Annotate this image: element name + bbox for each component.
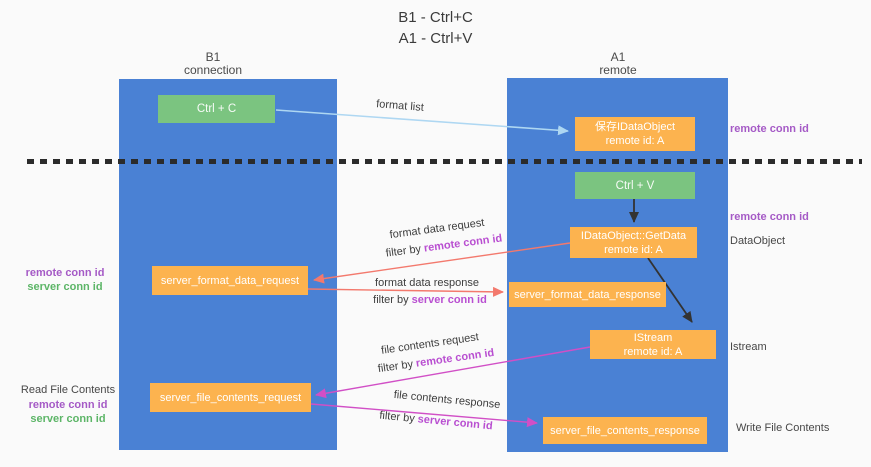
left-column-name: B1 bbox=[205, 50, 221, 64]
left-conn-id-group-bottom: remote conn id server conn id bbox=[18, 398, 118, 426]
left-conn-id-group-top: remote conn id server conn id bbox=[18, 266, 112, 294]
format-data-response-arrow bbox=[307, 286, 504, 297]
format-list-label: format list bbox=[375, 98, 425, 114]
filter-by-text: filter by bbox=[373, 294, 409, 306]
right-remote-conn-id-top: remote conn id bbox=[730, 123, 809, 135]
dataobject-label: DataObject bbox=[730, 235, 786, 247]
getdata-line2: remote id: A bbox=[604, 243, 663, 256]
left-remote-conn-id-bottom: remote conn id bbox=[28, 399, 108, 411]
istream-box: IStream remote id: A bbox=[590, 330, 716, 359]
server-format-data-request-box: server_format_data_request bbox=[152, 266, 308, 295]
title-line-2: A1 - Ctrl+V bbox=[398, 30, 473, 47]
ctrl-c-box: Ctrl + C bbox=[158, 95, 275, 123]
left-column-header: B1 connection bbox=[153, 51, 273, 77]
right-column-header: A1 remote bbox=[558, 51, 678, 77]
right-column-name: A1 bbox=[610, 50, 626, 64]
left-remote-conn-id-top: remote conn id bbox=[25, 267, 105, 279]
write-file-contents-label: Write File Contents bbox=[736, 422, 830, 434]
left-column-role: connection bbox=[183, 63, 243, 77]
server-file-contents-request-box: server_file_contents_request bbox=[150, 383, 311, 412]
right-column-role: remote bbox=[599, 63, 637, 77]
filter-by-text: filter by bbox=[378, 409, 416, 425]
left-server-conn-id-bottom: server conn id bbox=[30, 413, 106, 425]
title-line-1: B1 - Ctrl+C bbox=[398, 9, 473, 26]
getdata-box: IDataObject::GetData remote id: A bbox=[570, 227, 697, 258]
istream-line2: remote id: A bbox=[623, 345, 683, 358]
server-conn-id-value: server conn id bbox=[417, 413, 494, 433]
server-format-data-response-box: server_format_data_response bbox=[509, 282, 666, 307]
server-conn-id-value: server conn id bbox=[411, 294, 487, 306]
server-file-contents-response-box: server_file_contents_response bbox=[543, 417, 707, 444]
filter-by-text: filter by bbox=[385, 243, 422, 260]
save-idataobject-line2: remote id: A bbox=[605, 135, 665, 147]
save-idataobject-box: 保存IDataObject remote id: A bbox=[575, 117, 695, 151]
istream-line1: IStream bbox=[633, 331, 673, 344]
ctrl-v-box: Ctrl + V bbox=[575, 172, 695, 199]
format-data-response-label: format data response bbox=[375, 277, 479, 289]
filter-by-text: filter by bbox=[377, 358, 414, 376]
read-file-contents-label: Read File Contents bbox=[20, 384, 116, 396]
getdata-line1: IDataObject::GetData bbox=[580, 229, 687, 242]
save-idataobject-line1: 保存IDataObject bbox=[594, 121, 676, 133]
istream-side-label: Istream bbox=[730, 341, 767, 353]
right-remote-conn-id-mid: remote conn id bbox=[730, 211, 809, 223]
dashed-divider bbox=[27, 159, 862, 164]
diagram-title: B1 - Ctrl+C A1 - Ctrl+V bbox=[0, 7, 871, 49]
file-contents-response-label: file contents response bbox=[393, 388, 501, 412]
left-server-conn-id-top: server conn id bbox=[27, 281, 103, 293]
remote-conn-id-value: remote conn id bbox=[423, 232, 503, 255]
